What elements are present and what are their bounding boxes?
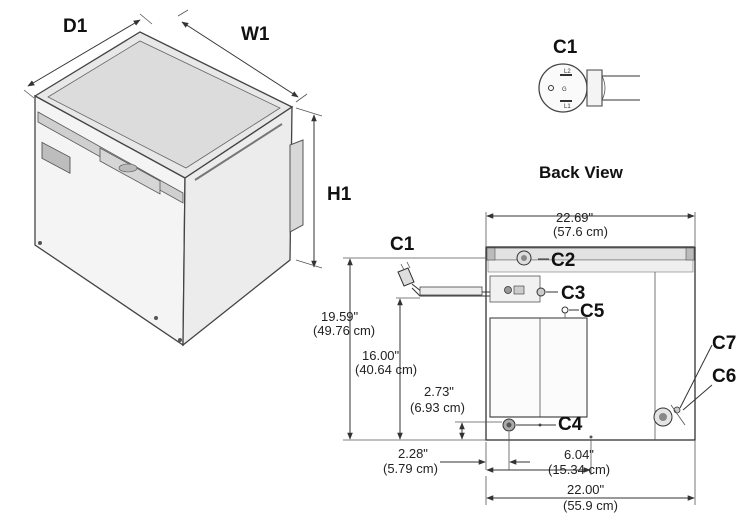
port-c3 [536,287,546,297]
dim-height-c3-in: 16.00" [362,348,400,363]
foot-screw-right [178,338,182,342]
dim-width-bottom-in: 22.00" [567,482,605,497]
dim-height-total-cm: (49.76 cm) [313,323,375,338]
port-c5 [561,306,569,314]
cord-plug-c1 [397,267,415,287]
dim-left-offset-cm: (5.79 cm) [383,461,438,476]
dim-width-top-in: 22.69" [556,210,594,225]
label-h1: H1 [327,184,352,205]
label-c1-plug: C1 [553,37,578,58]
dim-height-c3-cm: (40.64 cm) [355,362,417,377]
dimension-c4-offset [486,440,592,475]
foot-screw-left [38,241,42,245]
dim-c4-offset-in: 6.04" [564,447,594,462]
label-c1-cord: C1 [390,234,415,255]
dimension-width-bottom [485,440,696,505]
label-c2: C2 [551,250,575,271]
dimension-w1 [177,9,308,103]
dimension-left-offset [440,432,530,470]
back-header-strip [487,259,694,273]
back-view-title: Back View [539,163,624,182]
dim-height-c4-in: 2.73" [424,384,454,399]
brand-badge [118,163,138,173]
foot-screw-front [154,316,158,320]
back-access-panel [489,317,588,418]
dimension-height-total [343,257,486,441]
plug-c1: L2 G L1 [538,63,640,113]
control-panel [41,141,71,174]
right-face-groove [194,123,283,181]
dim-height-total-in: 19.59" [321,309,359,324]
dimension-d1 [23,13,153,99]
plug-mark-l2: L2 [564,69,571,75]
back-view-drawing [397,246,696,441]
label-c5: C5 [580,301,605,322]
plug-mark-g: G [562,87,567,93]
label-c6: C6 [712,366,736,387]
dim-width-bottom-cm: (55.9 cm) [563,498,618,513]
label-c4: C4 [558,414,583,435]
cabinet-isometric [33,31,304,347]
dimension-height-c4 [455,421,502,440]
label-c7: C7 [712,333,736,354]
cabinet-right-face [182,105,293,347]
dim-left-offset-in: 2.28" [398,446,428,461]
dimension-h1 [295,107,323,269]
dimension-width-top [485,212,696,246]
plug-mark-l1: L1 [564,104,571,110]
label-c3: C3 [561,283,585,304]
label-d1: D1 [63,16,88,37]
dimension-height-c3 [396,297,420,440]
dim-c4-offset-cm: (15.34 cm) [548,462,610,477]
dim-width-top-cm: (57.6 cm) [553,224,608,239]
back-bracket [289,139,304,233]
dim-height-c4-cm: (6.93 cm) [410,400,465,415]
label-w1: W1 [241,24,270,45]
